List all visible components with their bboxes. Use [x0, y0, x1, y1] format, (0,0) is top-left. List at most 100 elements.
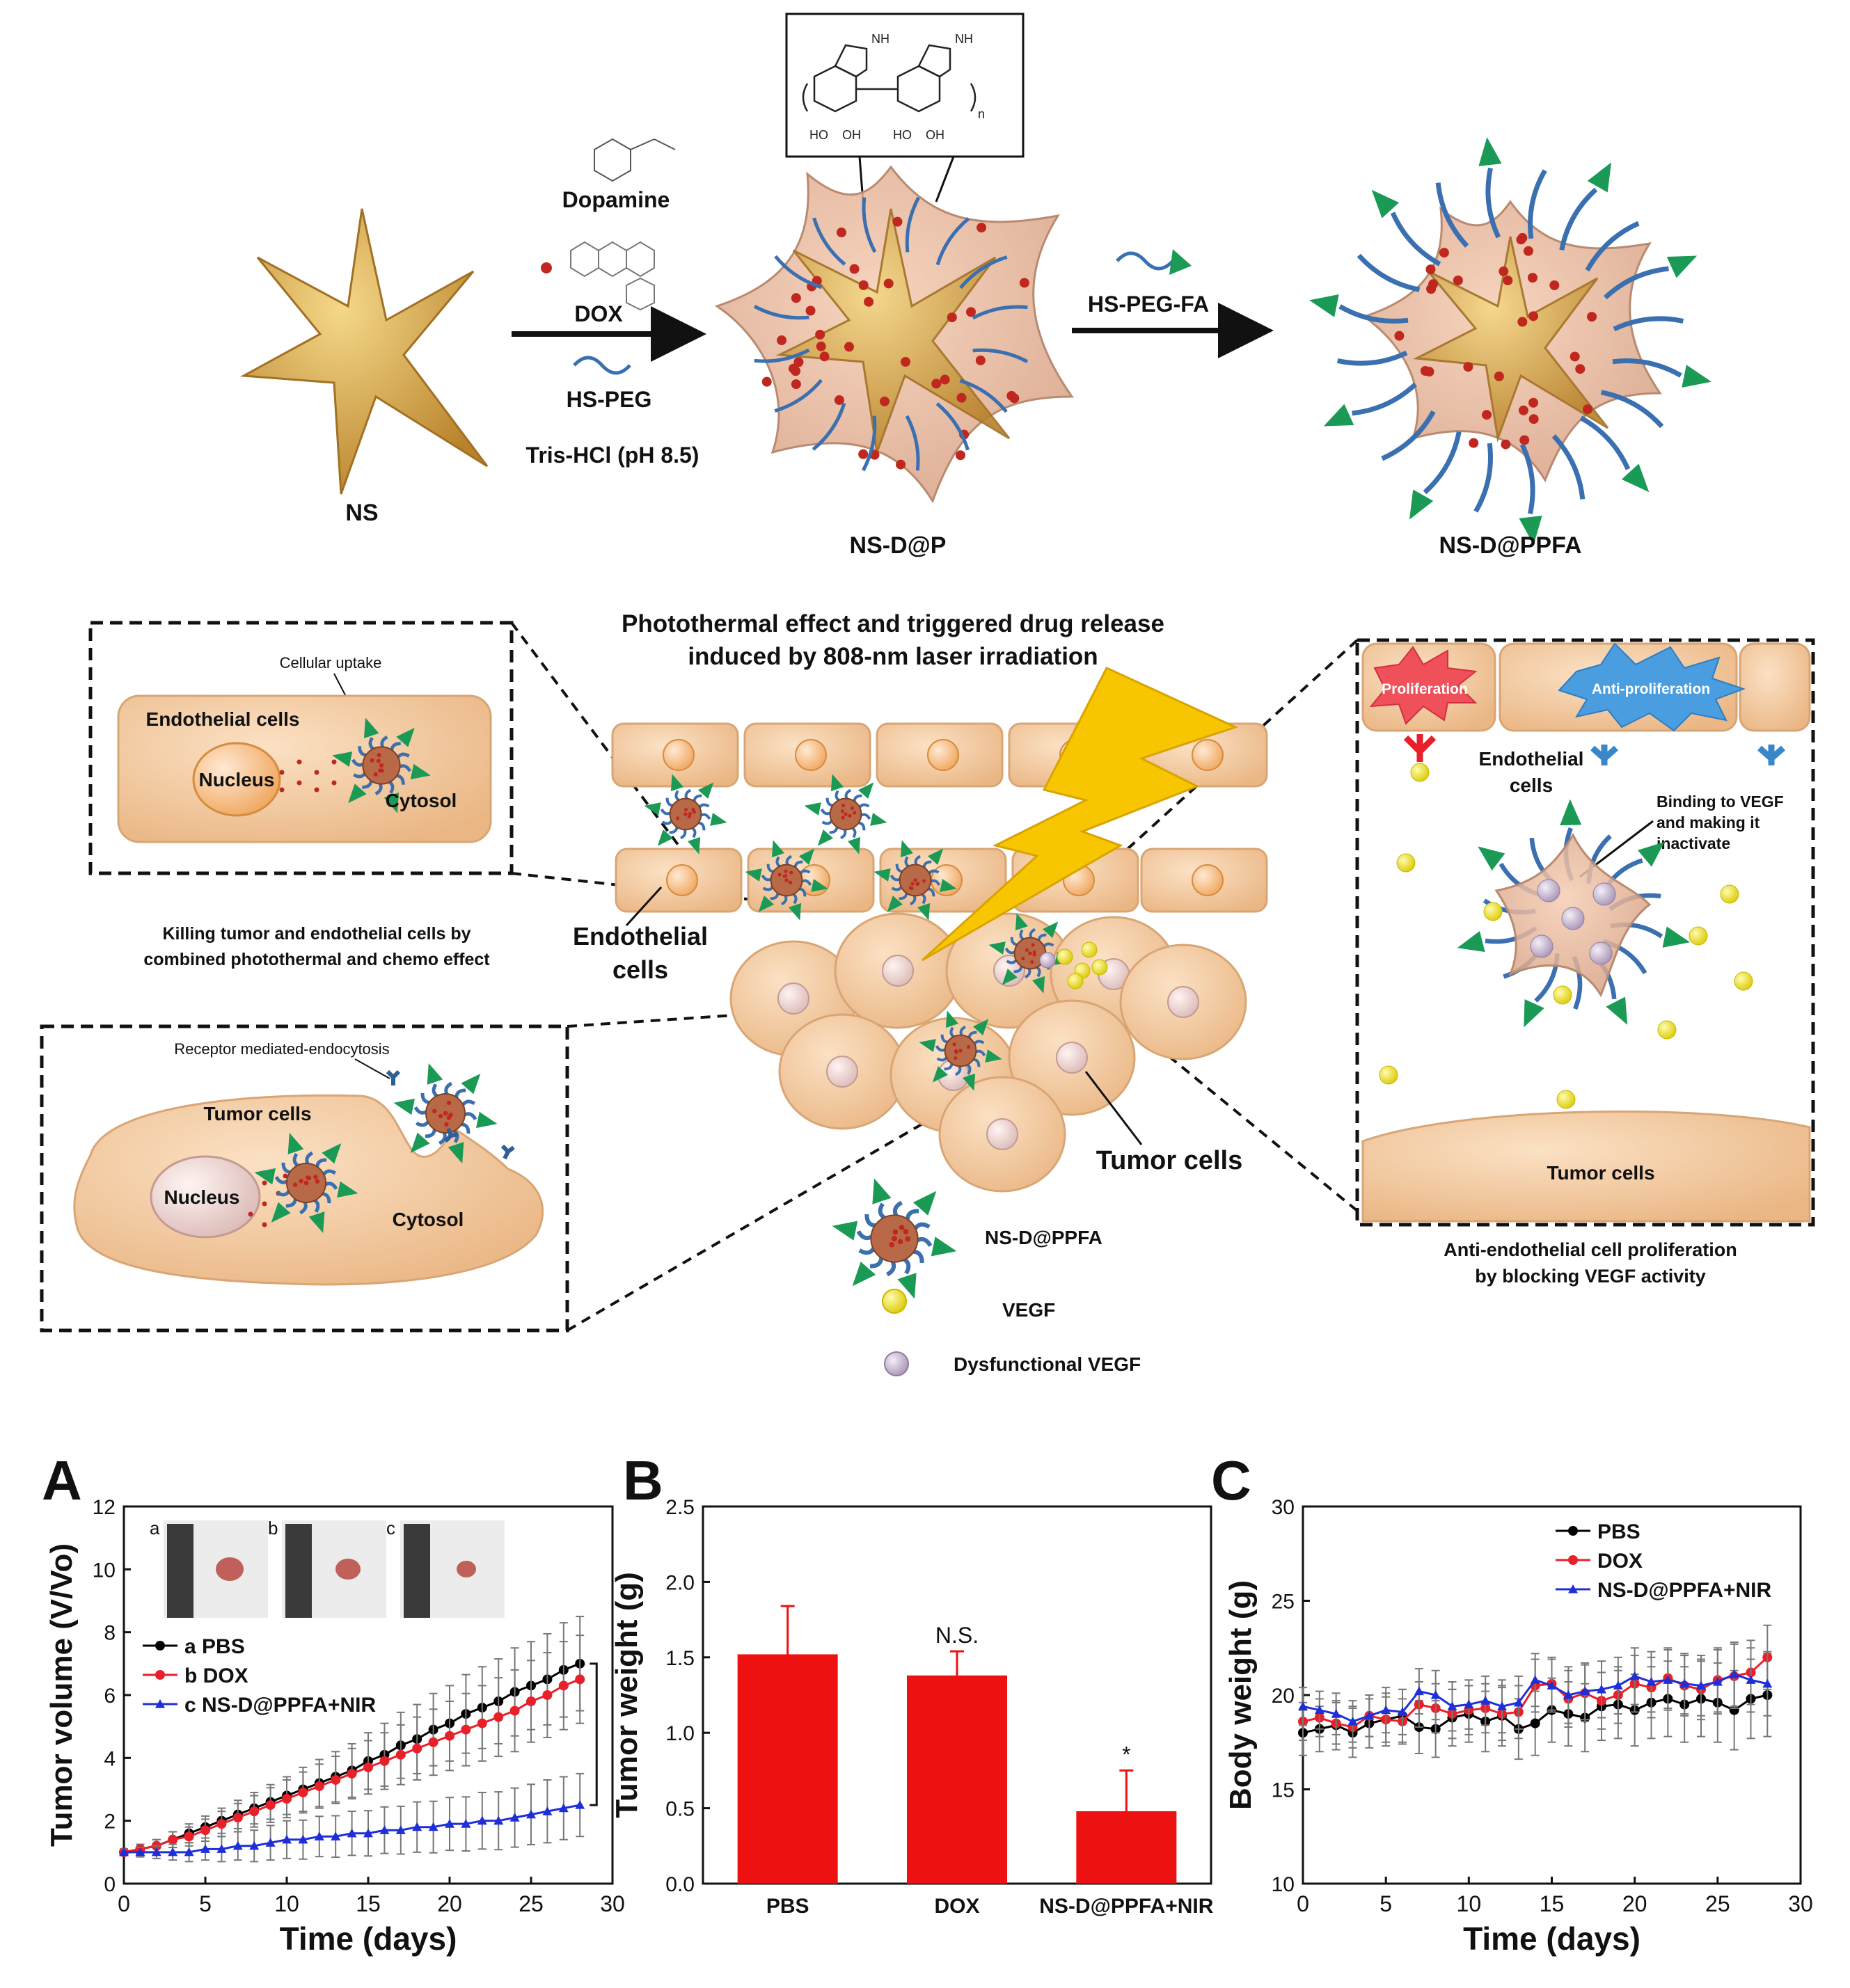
np-dox [1030, 960, 1034, 964]
data-point [1347, 1716, 1358, 1726]
vegf-molecule [1081, 941, 1098, 958]
data-point [1447, 1701, 1457, 1710]
dox-dot [1425, 264, 1436, 275]
fa-ligand [322, 1143, 342, 1164]
bound-vegf [1530, 935, 1553, 958]
released-dox [331, 780, 337, 786]
vegf-center-group [1039, 941, 1108, 989]
data-point [331, 1774, 341, 1785]
label-tumor-inset: Tumor cells [203, 1103, 311, 1124]
np-dox [840, 809, 844, 813]
fa-ligand [788, 902, 802, 921]
dox-dot [879, 396, 890, 406]
peg-fa-arms [1309, 137, 1711, 545]
np-dox [443, 1111, 448, 1116]
peg-arm [1528, 169, 1547, 239]
dox-dot [791, 293, 801, 303]
chart-A-ytick-label: 8 [104, 1622, 116, 1645]
np-dox [438, 1113, 443, 1119]
fa-ligand [798, 848, 815, 865]
label-tris: Tris-HCl (pH 8.5) [526, 443, 699, 468]
data-point [119, 1847, 129, 1856]
data-point [216, 1844, 227, 1853]
np-icons-center [644, 774, 1072, 1091]
fa-ligand [917, 902, 931, 921]
fa-ligand [448, 1142, 464, 1164]
fa-ligand [1371, 189, 1400, 218]
vegf-molecule [1553, 985, 1572, 1005]
fa-ligand [1309, 294, 1339, 317]
data-point [184, 1831, 194, 1842]
mechanism-scheme: Photothermal effect and triggered drug r… [40, 610, 1815, 1376]
data-point [1597, 1684, 1606, 1694]
data-point [542, 1690, 553, 1700]
np-dox [379, 763, 384, 768]
data-point [1563, 1690, 1574, 1699]
fa-ligand [461, 1074, 481, 1095]
data-point [379, 1756, 390, 1766]
ho-label-2: HO [893, 128, 912, 142]
fa-ligand [940, 879, 957, 892]
data-point [1613, 1680, 1623, 1690]
np-dox [448, 1113, 453, 1118]
data-point [395, 1749, 406, 1760]
data-point [168, 1834, 178, 1845]
data-point [1663, 1675, 1673, 1684]
fa-ligand [988, 941, 1006, 955]
data-point [558, 1803, 569, 1813]
y-axis-label: Tumor weight (g) [610, 1572, 644, 1818]
np-dox [910, 882, 915, 886]
legend-vegf-icon [882, 1289, 907, 1314]
dox-dot [940, 374, 950, 385]
label-binding-3: inactivate [1657, 834, 1730, 852]
peg-arm [1585, 221, 1640, 272]
np-icons-inset2 [254, 1063, 498, 1234]
data-point [249, 1806, 260, 1817]
chart-B-ytick-label: 1.0 [665, 1722, 695, 1745]
label-nucleus-2: Nucleus [164, 1186, 240, 1208]
data-point [477, 1815, 487, 1825]
inset-photo-letter: a [150, 1518, 160, 1538]
vegf-molecule [1410, 763, 1430, 782]
connector-top-left-a [510, 621, 711, 889]
label-endothelial-right-1: Endothelial [1479, 748, 1584, 770]
fa-ligand [396, 727, 415, 747]
np-dox [1028, 951, 1032, 955]
dox-dot [793, 357, 804, 367]
label-dopamine: Dopamine [562, 187, 670, 212]
np-dox [915, 882, 919, 886]
data-point [1729, 1669, 1739, 1678]
data-point [282, 1834, 292, 1844]
tumor-specimen [335, 1559, 361, 1580]
dox-dot [844, 342, 854, 352]
label-anti-proliferation: Anti-proliferation [1592, 681, 1710, 697]
dox-dot [975, 355, 986, 365]
data-point [1568, 1584, 1578, 1593]
released-dox [279, 770, 285, 775]
nucleus-endothelial [192, 742, 281, 817]
nanostar-ns [239, 208, 489, 495]
tumor-cell-cluster [729, 912, 1247, 1193]
chart-A-xtick-label: 15 [356, 1891, 381, 1916]
y-axis-label: Body weight (g) [1224, 1580, 1258, 1810]
chart-A-xtick-label: 25 [519, 1891, 544, 1916]
data-point [298, 1834, 308, 1844]
fa-ligand [670, 774, 684, 792]
n-subscript: n [978, 107, 985, 121]
chart-A-ytick-label: 2 [104, 1811, 116, 1834]
label-endothelial-inset: Endothelial cells [146, 708, 300, 730]
endothelial-nucleus [927, 739, 959, 771]
vegf-molecule [1379, 1065, 1398, 1085]
bound-vegf [1592, 882, 1616, 906]
inset-tumor-endocytosis [40, 1024, 569, 1333]
label-tumor-center: Tumor cells [1096, 1146, 1242, 1175]
nucleus-tumor [150, 1155, 261, 1239]
peg-arm [1604, 266, 1669, 300]
peg-arm [1435, 182, 1469, 248]
data-point [379, 1825, 390, 1834]
dox-dot [791, 379, 801, 390]
np-dox [676, 816, 680, 820]
label-binding-1: Binding to VEGF [1657, 793, 1784, 811]
dox-dot [1570, 351, 1580, 362]
np-dox [1031, 943, 1035, 947]
